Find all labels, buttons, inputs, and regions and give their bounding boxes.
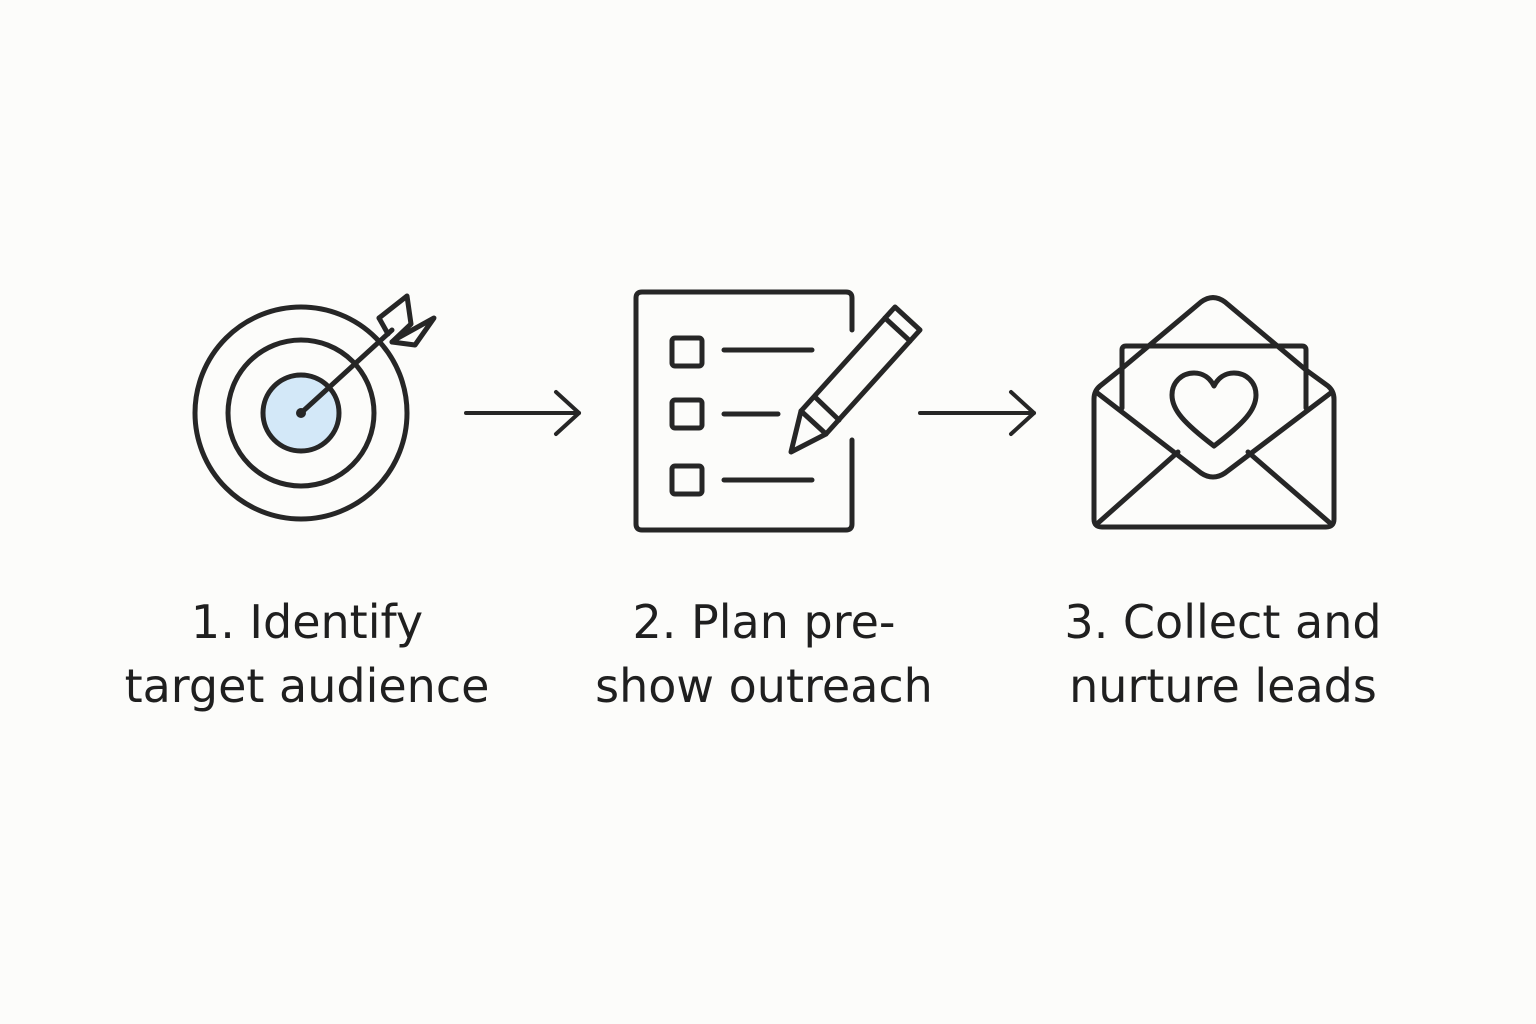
- step-3-label: 3. Collect and nurture leads: [1003, 590, 1443, 718]
- step-2-label-line-1: 2. Plan pre-: [632, 595, 896, 649]
- step-2-label-line-2: show outreach: [595, 659, 933, 713]
- step-1-label-line-1: 1. Identify: [190, 595, 424, 649]
- checklist-with-pencil-icon: [633, 289, 923, 533]
- step-3-label-line-2: nurture leads: [1069, 659, 1377, 713]
- target-with-arrow-icon: [192, 293, 437, 522]
- step-3-label-line-1: 3. Collect and: [1064, 595, 1382, 649]
- step-2-label: 2. Plan pre- show outreach: [544, 590, 984, 718]
- step-1-label: 1. Identify target audience: [87, 590, 527, 718]
- envelope-with-heart-letter-icon: [1091, 295, 1337, 530]
- arrow-right-icon: [918, 390, 1036, 436]
- step-1-label-line-2: target audience: [124, 659, 490, 713]
- arrow-right-icon: [464, 390, 581, 436]
